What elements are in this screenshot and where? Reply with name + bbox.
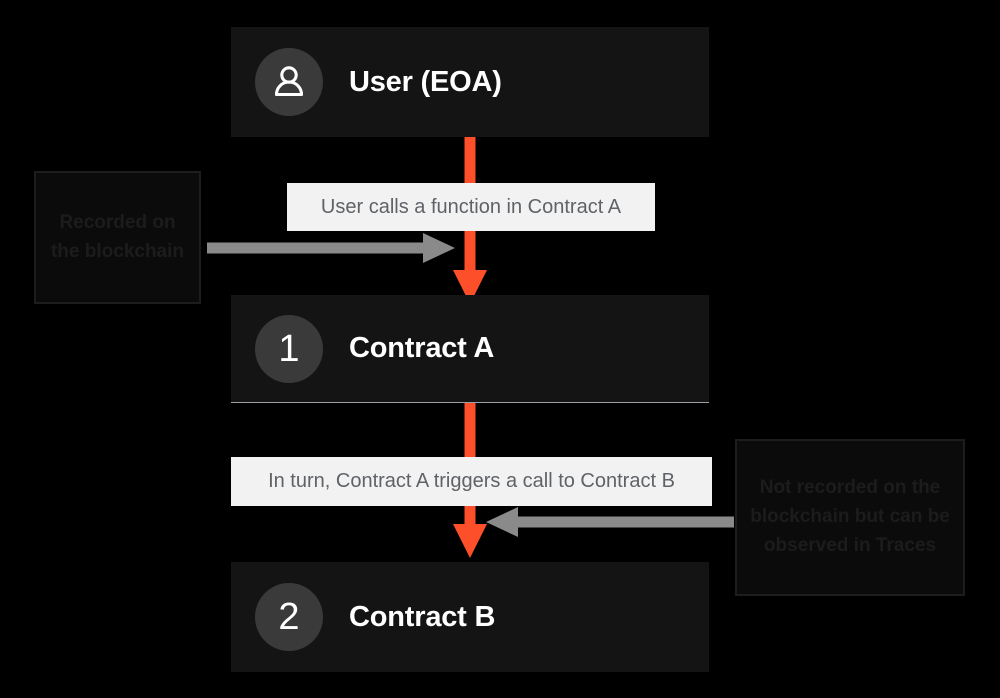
caption-contract-a-triggers-contract-b: In turn, Contract A triggers a call to C… <box>231 457 712 506</box>
node-user[interactable]: User (EOA) <box>231 27 709 137</box>
node-contract-b-step-number: 2 <box>255 583 323 651</box>
annotation-not-recorded-on-blockchain: Not recorded on the blockchain but can b… <box>735 439 965 596</box>
arrow-from-left-annotation <box>205 232 457 264</box>
node-contract-a-step-number: 1 <box>255 314 323 383</box>
arrow-from-right-annotation <box>484 506 736 538</box>
node-user-label: User (EOA) <box>349 65 502 98</box>
annotation-recorded-on-blockchain: Recorded on the blockchain <box>34 171 201 304</box>
node-contract-a-label: Contract A <box>349 332 495 364</box>
node-contract-b[interactable]: 2 Contract B <box>231 562 709 672</box>
caption-user-calls-contract-a: User calls a function in Contract A <box>287 183 655 231</box>
node-contract-b-label: Contract B <box>349 600 496 633</box>
node-contract-a[interactable]: 1 Contract A <box>231 295 709 403</box>
person-icon <box>255 48 323 116</box>
